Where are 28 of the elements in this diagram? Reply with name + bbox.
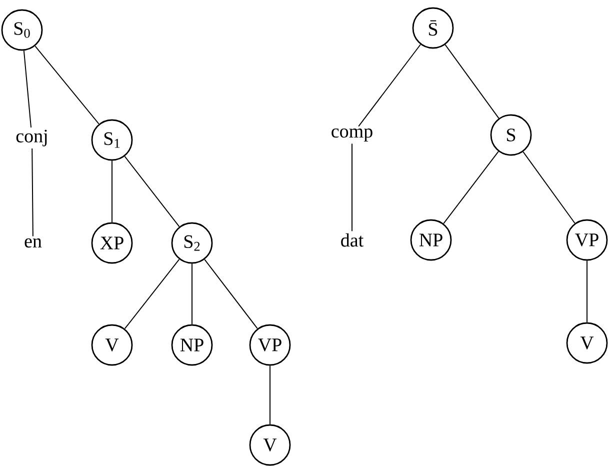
word-label: comp (332, 128, 372, 142)
tree-branch (443, 150, 499, 224)
tree-branch (124, 258, 180, 330)
circle-node: S̄ (412, 7, 454, 49)
circle-node: V (91, 324, 133, 366)
circle-node: S (490, 114, 532, 156)
circle-node: XP (91, 222, 133, 264)
tree-branch (358, 44, 422, 127)
circle-node: S$_{0}$ (1, 9, 43, 51)
tree-branch (23, 50, 32, 128)
tree-branch (522, 151, 576, 224)
circle-node: VP (566, 219, 608, 261)
tree-branch (444, 44, 500, 119)
tree-branch (586, 260, 588, 323)
tree-branch (124, 156, 180, 228)
tree-branch (204, 258, 258, 330)
circle-node: S$_{1}$ (91, 119, 133, 161)
circle-node: NP (410, 219, 452, 261)
word-label: conj (16, 130, 47, 146)
circle-node: NP (171, 324, 213, 366)
circle-node: S$_{2}$ (171, 222, 213, 264)
tree-branch (32, 148, 34, 237)
circle-node: VP (249, 324, 291, 366)
word-label: dat (341, 233, 364, 247)
circle-node: V (566, 322, 608, 364)
word-label: en (24, 238, 42, 248)
circle-node: V (249, 424, 291, 466)
tree-branch (34, 46, 100, 124)
